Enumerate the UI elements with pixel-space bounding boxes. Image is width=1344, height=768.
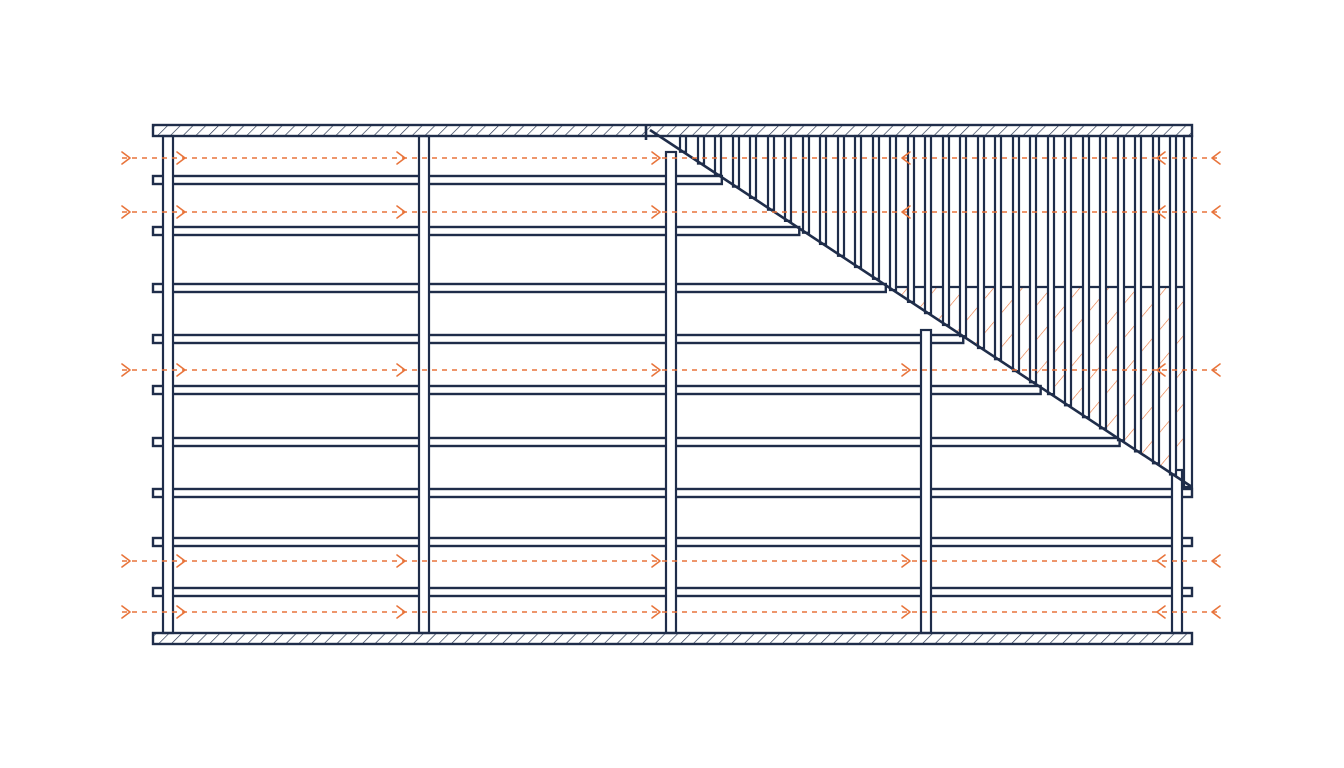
arrow-left-icon (901, 205, 911, 219)
arrow-right-icon (651, 205, 661, 219)
bottom-plate (151, 631, 1194, 646)
arrow-right-icon (121, 605, 131, 619)
stud-10 (836, 134, 846, 257)
arrow-right-icon (396, 605, 406, 619)
arrow-right-icon (651, 605, 661, 619)
stud-27 (1133, 134, 1143, 453)
stud-5 (748, 134, 758, 199)
arrow-left-icon (1156, 605, 1166, 619)
rail-3 (151, 282, 888, 294)
arrow-right-icon (651, 151, 661, 165)
arrow-right-icon (901, 363, 911, 377)
arrow-right-icon (651, 363, 661, 377)
stud-3 (713, 134, 723, 176)
arrow-right-icon (901, 605, 911, 619)
arrow-left-icon (1211, 363, 1221, 377)
arrow-left-icon (1156, 554, 1166, 568)
arrow-right-icon (176, 554, 186, 568)
arrow-right-icon (396, 205, 406, 219)
rail-6 (151, 436, 1121, 448)
stud-21 (1028, 134, 1038, 384)
rail-4 (151, 333, 965, 345)
flow-arrows (121, 151, 1222, 619)
rail-1 (151, 174, 724, 186)
arrow-left-icon (1156, 205, 1166, 219)
stud-4 (731, 134, 741, 188)
stud-26 (1116, 134, 1126, 442)
post-1 (161, 134, 175, 635)
stud-25 (1098, 134, 1108, 430)
arrow-left-icon (1211, 605, 1221, 619)
diagonal-brace (644, 126, 1193, 489)
post-4 (919, 328, 933, 635)
arrow-right-icon (176, 205, 186, 219)
arrow-right-icon (121, 554, 131, 568)
arrow-right-icon (901, 554, 911, 568)
stud-19 (993, 134, 1003, 361)
stud-28 (1151, 134, 1161, 465)
arrow-right-icon (176, 151, 186, 165)
stud-right-edge (1182, 134, 1194, 489)
stud-23 (1063, 134, 1073, 407)
arrow-right-icon (176, 363, 186, 377)
stud-15 (923, 134, 933, 315)
arrow-right-icon (121, 205, 131, 219)
arrow-right-icon (176, 605, 186, 619)
arrow-right-icon (121, 151, 131, 165)
stud-20 (1011, 134, 1021, 373)
arrow-right-icon (396, 151, 406, 165)
stud-16 (941, 134, 951, 327)
stud-2 (696, 134, 706, 165)
rail-2 (151, 225, 801, 237)
stud-24 (1081, 134, 1091, 419)
post-2 (417, 134, 431, 635)
arrow-right-icon (651, 554, 661, 568)
stud-9 (818, 134, 828, 246)
arrow-left-icon (1156, 363, 1166, 377)
arrow-left-icon (1156, 151, 1166, 165)
diagonal-line (649, 128, 1193, 489)
stud-8 (801, 134, 811, 234)
arrow-left-icon (1211, 554, 1221, 568)
stud-11 (853, 134, 863, 269)
stud-18 (976, 134, 986, 350)
arrow-right-icon (121, 363, 131, 377)
stud-17 (958, 134, 968, 338)
arrow-left-icon (901, 151, 911, 165)
stud-14 (906, 134, 916, 304)
stud-7 (783, 134, 793, 222)
arrow-left-icon (1211, 205, 1221, 219)
stud-13 (888, 134, 898, 292)
arrow-left-icon (1211, 151, 1221, 165)
post-5 (1170, 468, 1184, 635)
plates (151, 123, 1194, 646)
rail-5 (151, 384, 1042, 396)
arrow-right-icon (396, 363, 406, 377)
stud-22 (1046, 134, 1056, 396)
stud-6 (766, 134, 776, 211)
stud-29 (1168, 134, 1178, 476)
arrow-right-icon (396, 554, 406, 568)
top-plate (151, 123, 1194, 138)
